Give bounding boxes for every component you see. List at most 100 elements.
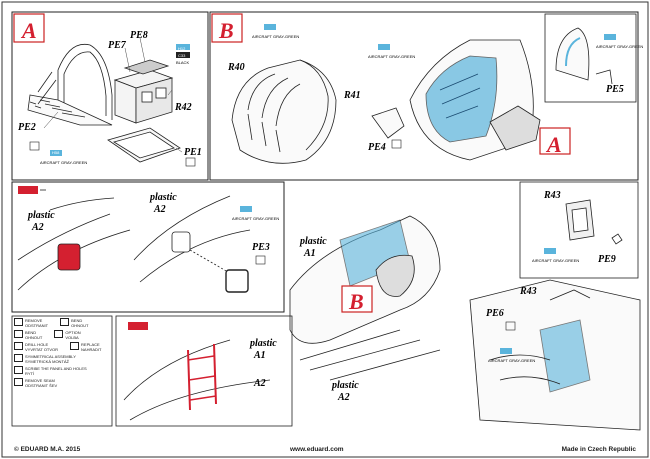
legend-text: BEND (25, 330, 37, 335)
panel-bottom-center: plastic A1 A2 (115, 315, 293, 427)
paint-gray-green-label-c: AIRCRAFT GRAY-GREEN (368, 54, 415, 59)
panel-b-top: B R40 R41 AIRCRAFT GRAY-GREEN AIRCRAFT G… (209, 11, 643, 181)
bend-icon-pe6 (505, 321, 516, 331)
plastic-a1-bottom-l1: plastic (249, 338, 277, 349)
r43-window-drawing (565, 199, 623, 245)
legend-text: REPLACE (81, 342, 100, 347)
symmetrical-assembly-icon (14, 354, 23, 362)
part-pe7-label: PE7 (108, 40, 127, 51)
panel-middle-left: plastic A2 plastic A2 AIRCRAFT GRAY-GREE… (11, 181, 285, 313)
panel-a-top-left: A PE8 PE7 R42 PE2 PE1 (11, 11, 209, 181)
part-pe4-label: PE4 (368, 142, 386, 153)
section-a-right-badge (539, 127, 571, 155)
section-b-label: B (218, 18, 234, 43)
paint-chip-gray-green-a (50, 150, 62, 156)
fuselage-frames-drawing (231, 59, 337, 164)
bend-icon-a (29, 141, 40, 151)
red-chip-legend (18, 186, 38, 194)
paint-gray-green-label-d: AIRCRAFT GRAY-GREEN (596, 44, 643, 49)
legend-text: SYMMETRICAL ASSEMBLY (25, 354, 76, 359)
legend-box (11, 315, 113, 427)
footer-copyright: © EDUARD M.A. 2015 (14, 446, 81, 453)
legend-text-cz: ODSTRANIT ŠEV (25, 383, 58, 388)
bend-icon-pe4 (391, 139, 402, 149)
legend-text-cz: OHNOUT (25, 335, 43, 340)
paint-chip-c33 (176, 52, 190, 58)
paint-black-label: BLACK (176, 60, 189, 65)
bottom-right-cockpit-drawing (469, 279, 641, 431)
part-pe3-label: PE3 (252, 242, 270, 253)
chip-code-h58: H58 (52, 150, 60, 155)
plastic-a1-center-l1: plastic (299, 236, 327, 247)
scribe-icon (14, 366, 23, 374)
legend-text: SCRIBE THE PANEL AND HOLES (25, 366, 87, 371)
legend-text-cz: OHNOUT (71, 323, 89, 328)
footer-website: www.eduard.com (290, 446, 344, 453)
part-pe1-label: PE1 (184, 147, 202, 158)
bend-icon-pe3 (255, 255, 266, 265)
part-pe5-label: PE5 (606, 84, 624, 95)
section-b-badge (211, 13, 243, 43)
bottom-center-drawing (123, 339, 271, 421)
box-assembly-drawing (113, 59, 174, 124)
legend-text-cz: NAHRADIT (81, 347, 102, 352)
legend-text-cz: VOLBA (65, 335, 79, 340)
section-b-center-badge (341, 285, 373, 313)
section-a-badge (13, 13, 45, 43)
legend-text: OPTION (65, 330, 81, 335)
paint-gray-green-label-g: AIRCRAFT GRAY-GREEN (488, 358, 535, 363)
legend-panel (11, 315, 113, 427)
seat-drawing (489, 105, 541, 151)
bend-icon (60, 318, 70, 326)
inset-pe5-drawing (555, 27, 613, 85)
plastic-a2-bottom-l1: A2 (253, 378, 266, 389)
paint-gray-green-label-a: AIRCRAFT GRAY-GREEN (40, 160, 87, 165)
red-chip-legend-2 (128, 322, 148, 330)
paint-chip-h12 (176, 44, 190, 50)
plastic-a1-bottom-l2: A1 (253, 350, 266, 361)
plastic-a2-left-l2: A2 (31, 222, 44, 233)
paint-chip-gray-green-d (604, 34, 616, 40)
panel-bottom-right: R43 PE6 AIRCRAFT GRAY-GREEN (469, 279, 641, 431)
part-pe2-label: PE2 (18, 122, 36, 133)
legend-text: DRILL HOLE (25, 342, 49, 347)
paint-chip-gray-green-e (240, 206, 252, 212)
drill-hole-icon (14, 342, 23, 350)
plastic-a1-center-l2: A1 (303, 248, 316, 259)
section-b-center-label: B (348, 289, 364, 314)
center-fuselage-drawing (289, 215, 441, 381)
paint-chip-gray-green-b (264, 24, 276, 30)
leader-lines-a (43, 37, 183, 153)
bend-icon-pe1 (185, 157, 196, 167)
plastic-a2-lower-l1: plastic (331, 380, 359, 391)
a2-mid-drawing (133, 195, 251, 293)
remove-icon (14, 318, 23, 326)
legend-text: BEND (71, 318, 83, 323)
option-icon (54, 330, 64, 338)
part-pe8-label: PE8 (130, 30, 148, 41)
part-r41-label: R41 (343, 90, 361, 101)
plastic-a2-mid-l1: plastic (149, 192, 177, 203)
part-r43-bottom-label: R43 (519, 286, 537, 297)
panel-middle-left-border (11, 181, 285, 313)
a2-left-drawing (17, 197, 131, 291)
section-a-label: A (20, 18, 37, 43)
pe4-bracket-drawing (371, 107, 405, 139)
part-r42-label: R42 (174, 102, 192, 113)
plastic-a2-left-l1: plastic (27, 210, 55, 221)
paint-chip-gray-green-g (500, 348, 512, 354)
panel-right-r43: R43 AIRCRAFT GRAY-GREEN PE9 (519, 181, 639, 279)
part-r43-top-label: R43 (543, 190, 561, 201)
panel-a-border (11, 11, 209, 181)
part-r40-label: R40 (227, 62, 245, 73)
replace-icon (70, 342, 80, 350)
section-a-right-label: A (545, 132, 562, 157)
paint-chip-gray-green-c (378, 44, 390, 50)
